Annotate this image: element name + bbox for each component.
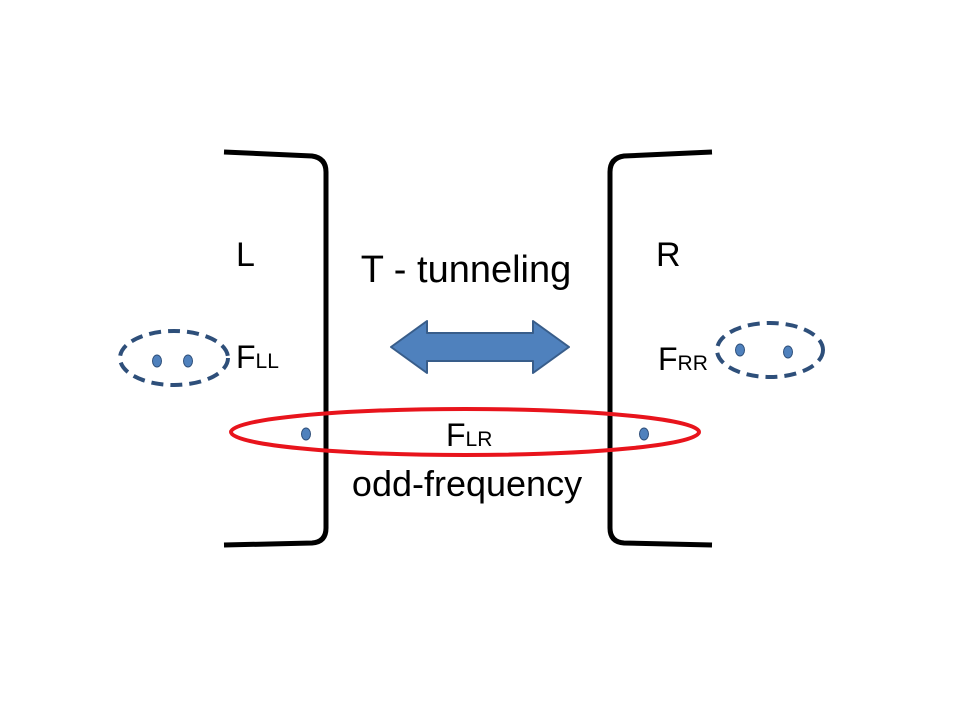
left-pair-dot: [183, 354, 193, 368]
f-ll-base: F: [236, 339, 256, 375]
cross-pair-dot-right: [639, 427, 649, 441]
f-rr-subscript: RR: [678, 352, 708, 375]
double-headed-arrow-icon: [390, 320, 570, 374]
left-pair-dot: [152, 354, 162, 368]
right-pair-icon: [715, 321, 825, 379]
f-rr-label: FRR: [658, 341, 708, 377]
left-region-label: L: [236, 236, 255, 274]
right-pair-ellipse: [715, 321, 825, 379]
cross-pair-ellipse: [229, 407, 701, 457]
f-ll-label: FLL: [236, 339, 279, 375]
right-bracket: [607, 149, 713, 548]
right-pair-dot: [783, 345, 793, 359]
f-rr-base: F: [658, 341, 678, 377]
cross-pair-dot-left: [301, 427, 311, 441]
left-pair-icon: [118, 329, 230, 387]
right-region-label: R: [656, 236, 681, 274]
left-bracket: [223, 149, 329, 548]
odd-frequency-label: odd-frequency: [352, 463, 582, 504]
f-ll-subscript: LL: [256, 350, 279, 373]
right-pair-dot: [735, 343, 745, 357]
f-lr-label: FLR: [446, 417, 492, 453]
f-lr-base: F: [446, 417, 466, 453]
left-pair-ellipse: [118, 329, 230, 387]
tunneling-label: T - tunneling: [361, 249, 572, 291]
f-lr-subscript: LR: [466, 428, 493, 451]
